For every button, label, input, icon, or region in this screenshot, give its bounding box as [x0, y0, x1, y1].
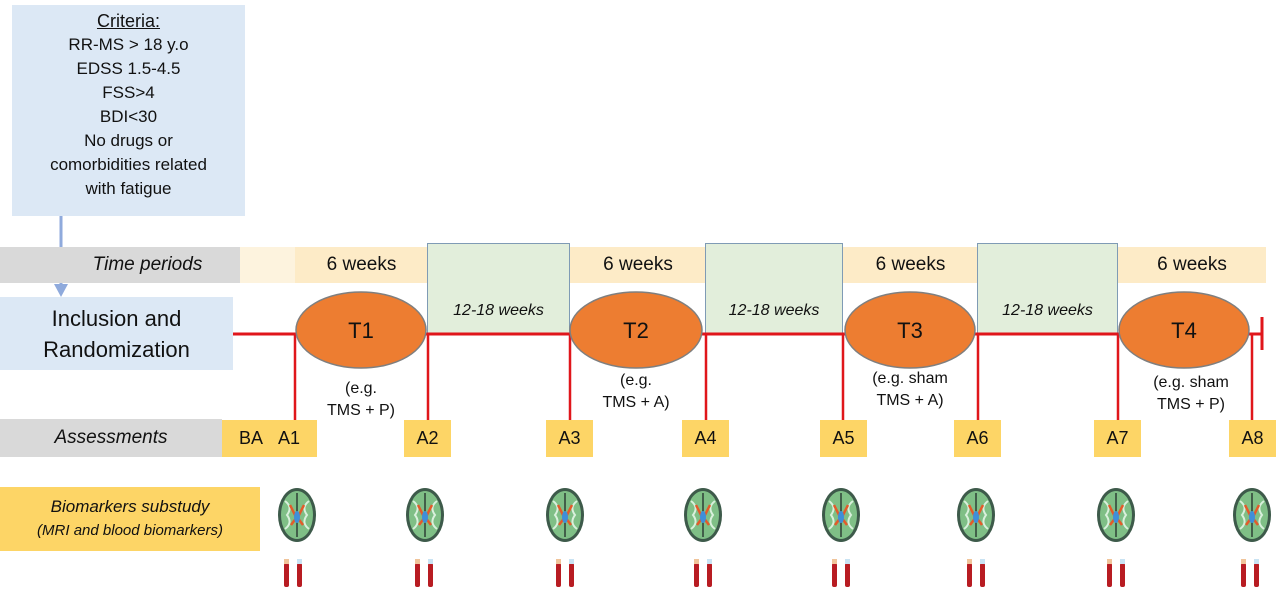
inclusion-line-2: Randomization: [43, 337, 190, 362]
blood-tube-icon: [694, 559, 712, 587]
note-line: (e.g. sham: [1153, 374, 1229, 391]
blood-tube-icon: [832, 559, 850, 587]
treatment-note-t4: (e.g. sham TMS + P): [1131, 372, 1251, 416]
assessment-a1: A1: [278, 428, 301, 448]
assessment-a4: A4: [682, 420, 729, 457]
brain-mri-icon: [955, 486, 997, 544]
note-line: TMS + A): [602, 394, 670, 411]
treatment-note-t1: (e.g. TMS + P): [301, 378, 421, 422]
criteria-line: comorbidities related: [50, 155, 207, 174]
criteria-arrow-head: [54, 284, 68, 297]
blood-tube-icon: [284, 559, 302, 587]
note-line: (e.g. sham: [872, 370, 948, 387]
band-lead: [240, 247, 295, 283]
treatment-period-4: 6 weeks: [1118, 247, 1266, 283]
assessment-a2: A2: [404, 420, 451, 457]
criteria-line: FSS>4: [102, 83, 155, 102]
treatment-period-2: 6 weeks: [570, 247, 706, 283]
assessment-ba-a1: BA A1: [222, 420, 317, 457]
assessment-a7: A7: [1094, 420, 1141, 457]
criteria-line: RR-MS > 18 y.o: [68, 35, 189, 54]
treatment-period-3: 6 weeks: [843, 247, 978, 283]
treatment-ellipse: [295, 291, 427, 369]
treatment-label: T1: [348, 318, 374, 343]
treatment-t3: T3: [844, 291, 976, 369]
inclusion-randomization-box: Inclusion and Randomization: [0, 297, 233, 370]
treatment-label: T4: [1171, 318, 1197, 343]
brain-mri-icon: [1095, 486, 1137, 544]
biomarkers-substudy-box: Biomarkers substudy (MRI and blood bioma…: [0, 487, 260, 551]
treatment-label: T2: [623, 318, 649, 343]
brain-mri-icon: [404, 486, 446, 544]
washout-period-1: 12-18 weeks: [427, 243, 570, 334]
treatment-t2: T2: [569, 291, 703, 369]
assessment-a3: A3: [546, 420, 593, 457]
blood-tube-icon: [415, 559, 433, 587]
washout-period-2: 12-18 weeks: [705, 243, 843, 334]
note-line: TMS + P): [1156, 396, 1225, 413]
treatment-note-t2: (e.g. TMS + A): [576, 370, 696, 414]
criteria-line: with fatigue: [85, 179, 172, 198]
treatment-ellipse: [844, 291, 976, 369]
assessment-a6: A6: [954, 420, 1001, 457]
criteria-line: No drugs or: [84, 131, 173, 150]
treatment-period-1: 6 weeks: [295, 247, 428, 283]
treatment-t4: T4: [1118, 291, 1250, 369]
blood-tube-icon: [1241, 559, 1259, 587]
criteria-heading: Criteria:: [96, 11, 160, 31]
note-line: (e.g.: [344, 380, 377, 397]
inclusion-line-1: Inclusion and: [51, 306, 182, 331]
assessments-label: Assessments: [0, 419, 222, 457]
blood-tube-icon: [1107, 559, 1125, 587]
washout-period-3: 12-18 weeks: [977, 243, 1118, 334]
treatment-ellipse: [569, 291, 703, 369]
brain-mri-icon: [1231, 486, 1273, 544]
criteria-line: EDSS 1.5-4.5: [76, 59, 181, 78]
criteria-line: BDI<30: [99, 107, 158, 126]
assessment-ba: BA: [238, 428, 263, 448]
brain-mri-icon: [820, 486, 862, 544]
brain-mri-icon: [682, 486, 724, 544]
blood-tube-icon: [967, 559, 985, 587]
note-line: TMS + P): [326, 402, 395, 419]
treatment-label: T3: [897, 318, 923, 343]
biomarkers-line-1: Biomarkers substudy: [50, 497, 210, 516]
treatment-t1: T1: [295, 291, 427, 369]
assessment-a5: A5: [820, 420, 867, 457]
criteria-box: Criteria: RR-MS > 18 y.o EDSS 1.5-4.5 FS…: [12, 5, 245, 216]
brain-mri-icon: [276, 486, 318, 544]
brain-mri-icon: [544, 486, 586, 544]
note-line: TMS + A): [876, 392, 944, 409]
assessment-a8: A8: [1229, 420, 1276, 457]
note-line: (e.g.: [619, 372, 652, 389]
treatment-note-t3: (e.g. sham TMS + A): [850, 368, 970, 412]
blood-tube-icon: [556, 559, 574, 587]
biomarkers-line-2: (MRI and blood biomarkers): [37, 522, 223, 539]
treatment-ellipse: [1118, 291, 1250, 369]
